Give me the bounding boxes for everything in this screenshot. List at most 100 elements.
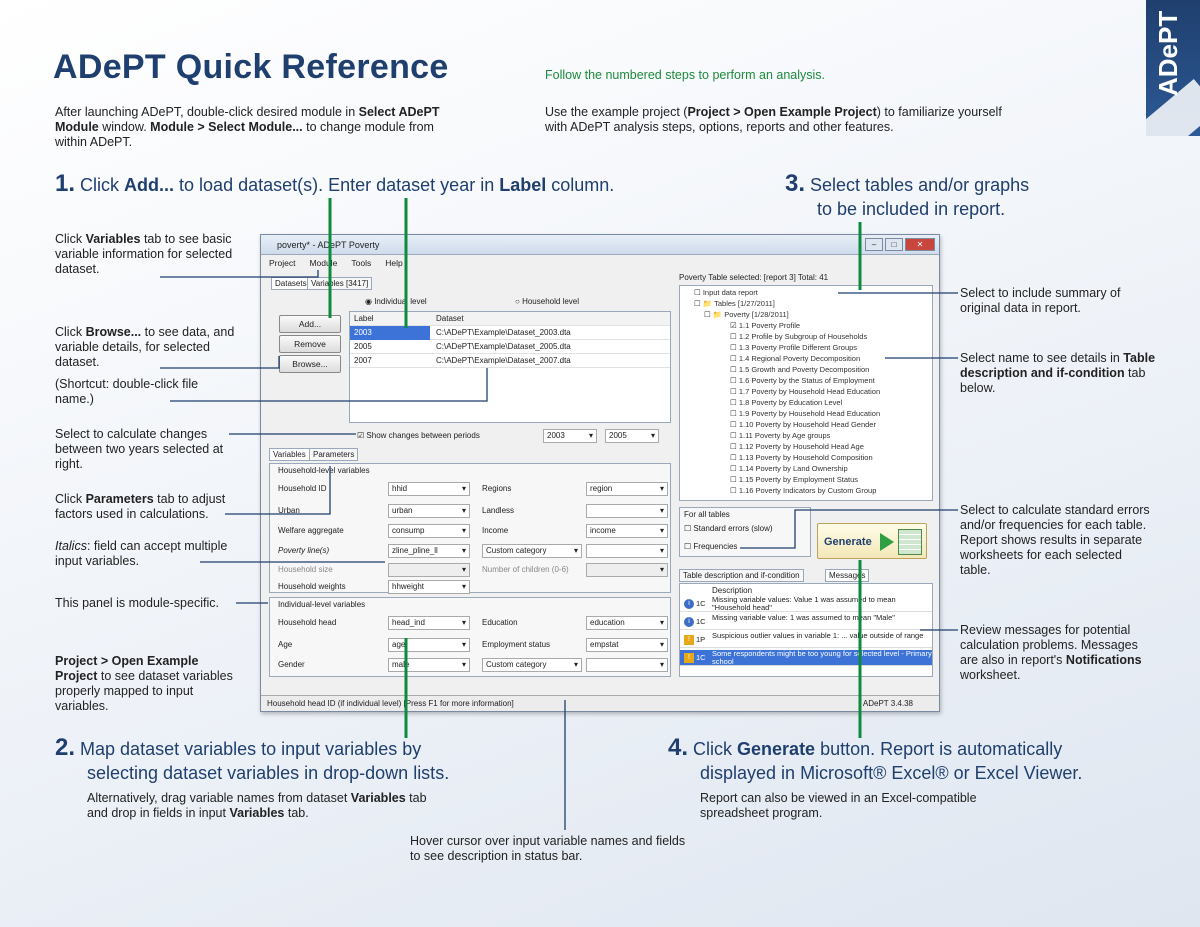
custom-category-select[interactable] bbox=[586, 544, 668, 558]
tree-item[interactable]: ☐ 1.4 Regional Poverty Decomposition bbox=[730, 354, 861, 363]
note-italics: Italics: field can accept multiple input… bbox=[55, 539, 228, 568]
tree-header: Poverty Table selected: [report 3] Total… bbox=[679, 273, 829, 282]
add-button[interactable]: Add... bbox=[279, 315, 341, 333]
year-from-select[interactable]: 2003 bbox=[543, 429, 597, 443]
message-item[interactable]: i 1C Missing variable value: 1 was assum… bbox=[680, 614, 932, 630]
app-window-screenshot: poverty* - ADePT Poverty – □ ✕ Project M… bbox=[260, 234, 940, 712]
frequencies-checkbox[interactable]: ☐ Frequencies bbox=[684, 542, 738, 551]
table-row[interactable]: 2005 C:\ADePT\Example\Dataset_2005.dta bbox=[350, 340, 670, 354]
tree-item[interactable]: ☐ 1.14 Poverty by Land Ownership bbox=[730, 464, 848, 473]
menu-module[interactable]: Module bbox=[309, 258, 338, 268]
tree-item[interactable]: ☐ Input data report bbox=[694, 288, 758, 297]
var-label: Welfare aggregate bbox=[278, 526, 344, 535]
head-select[interactable]: head_ind bbox=[388, 616, 470, 630]
tab-variables-dataset[interactable]: Variables [3417] bbox=[307, 277, 373, 290]
tree-item[interactable]: ☐ 📁 Tables [1/27/2011] bbox=[694, 299, 775, 308]
table-row[interactable]: 2007 C:\ADePT\Example\Dataset_2007.dta bbox=[350, 354, 670, 368]
radio-household[interactable]: ○ Household level bbox=[515, 297, 579, 306]
message-item[interactable]: ! 1P Suspicious outlier values in variab… bbox=[680, 632, 932, 648]
tree-item[interactable]: ☐ 1.15 Poverty by Employment Status bbox=[730, 475, 859, 484]
tab-variables[interactable]: Variables bbox=[269, 448, 310, 461]
age-select[interactable]: age bbox=[388, 638, 470, 652]
gender-select[interactable]: male bbox=[388, 658, 470, 672]
std-errors-checkbox[interactable]: ☐ Standard errors (slow) bbox=[684, 524, 773, 533]
adept-logo: ADePT bbox=[1146, 0, 1200, 136]
close-icon[interactable]: ✕ bbox=[905, 238, 935, 251]
custom-category-select-ind[interactable] bbox=[586, 658, 668, 672]
tree-item[interactable]: ☐ 1.3 Poverty Profile Different Groups bbox=[730, 343, 858, 352]
tree-item[interactable]: ☐ 📁 Poverty [1/28/2011] bbox=[704, 310, 789, 319]
tree-item[interactable]: ☐ 1.8 Poverty by Education Level bbox=[730, 398, 843, 407]
var-label: Household weights bbox=[278, 582, 346, 591]
poverty-line-select[interactable]: zline_pline_ll bbox=[388, 544, 470, 558]
tab-parameters[interactable]: Parameters bbox=[309, 448, 359, 461]
welfare-select[interactable]: consump bbox=[388, 524, 470, 538]
tree-item[interactable]: ☐ 1.6 Poverty by the Status of Employmen… bbox=[730, 376, 875, 385]
dataset-table: Label Dataset 2003 C:\ADePT\Example\Data… bbox=[349, 311, 671, 423]
menu-project[interactable]: Project bbox=[269, 258, 296, 268]
changes-checkbox[interactable]: ☑ Show changes between periods bbox=[357, 431, 480, 440]
menu-tools[interactable]: Tools bbox=[351, 258, 372, 268]
tree-item[interactable]: ☐ 1.13 Poverty by Household Composition bbox=[730, 453, 873, 462]
status-version: ADePT 3.4.38 bbox=[862, 699, 913, 708]
tab-table-description[interactable]: Table description and if-condition bbox=[679, 569, 804, 582]
region-select[interactable]: region bbox=[586, 482, 668, 496]
hhid-select[interactable]: hhid bbox=[388, 482, 470, 496]
minimize-icon[interactable]: – bbox=[865, 238, 883, 251]
income-select[interactable]: income bbox=[586, 524, 668, 538]
tree-item[interactable]: ☐ 1.12 Poverty by Household Head Age bbox=[730, 442, 864, 451]
tab-messages[interactable]: Messages bbox=[825, 569, 870, 582]
year-to-select[interactable]: 2005 bbox=[605, 429, 659, 443]
var-label: Age bbox=[278, 640, 293, 649]
tree-item[interactable]: ☐ 1.16 Poverty Indicators by Custom Grou… bbox=[730, 486, 877, 495]
var-label: Education bbox=[482, 618, 518, 627]
hhweight-select[interactable]: hhweight bbox=[388, 580, 470, 594]
generate-button[interactable]: Generate bbox=[817, 523, 927, 559]
urban-select[interactable]: urban bbox=[388, 504, 470, 518]
play-icon bbox=[880, 533, 894, 551]
var-label: Household size bbox=[278, 565, 333, 574]
tree-item[interactable]: ☑ 1.1 Poverty Profile bbox=[730, 321, 801, 330]
step-3: 3. Select tables and/or graphs to be inc… bbox=[785, 170, 1030, 220]
leader-line bbox=[740, 509, 958, 549]
hhsize-select[interactable] bbox=[388, 563, 470, 577]
maximize-icon[interactable]: □ bbox=[885, 238, 903, 251]
tree-item[interactable]: ☐ 1.10 Poverty by Household Head Gender bbox=[730, 420, 876, 429]
var-label: Urban bbox=[278, 506, 300, 515]
radio-individual[interactable]: ◉ Individual level bbox=[365, 297, 427, 306]
message-item[interactable]: ! 1C Some respondents might be too young… bbox=[680, 650, 932, 666]
table-header-row: Label Dataset bbox=[350, 312, 670, 326]
landless-select[interactable] bbox=[586, 504, 668, 518]
children-select[interactable] bbox=[586, 563, 668, 577]
tree-item[interactable]: ☐ 1.2 Profile by Subgroup of Households bbox=[730, 332, 868, 341]
note-variables-tab: Click Variables tab to see basic variabl… bbox=[55, 232, 233, 276]
table-tree: ☐ Input data report ☐ 📁 Tables [1/27/201… bbox=[679, 285, 933, 501]
remove-button[interactable]: Remove bbox=[279, 335, 341, 353]
individual-variables-group: Individual-level variables Household hea… bbox=[269, 597, 671, 677]
status-text: Household head ID (if individual level) … bbox=[267, 699, 514, 708]
education-select[interactable]: education bbox=[586, 616, 668, 630]
table-row[interactable]: 2003 C:\ADePT\Example\Dataset_2003.dta bbox=[350, 326, 670, 340]
custom-category-input-ind[interactable]: Custom category bbox=[482, 658, 582, 672]
menu-help[interactable]: Help bbox=[385, 258, 403, 268]
note-browse: Click Browse... to see data, and variabl… bbox=[55, 325, 235, 369]
spreadsheet-icon bbox=[898, 529, 922, 555]
window-titlebar: poverty* - ADePT Poverty – □ ✕ bbox=[261, 235, 939, 255]
browse-button[interactable]: Browse... bbox=[279, 355, 341, 373]
tagline: Follow the numbered steps to perform an … bbox=[545, 68, 825, 82]
note-table-desc: Select name to see details in Table desc… bbox=[960, 351, 1156, 395]
status-bar: Household head ID (if individual level) … bbox=[261, 695, 939, 711]
custom-category-input[interactable]: Custom category bbox=[482, 544, 582, 558]
note-shortcut: (Shortcut: double-click file name.) bbox=[55, 377, 199, 406]
warning-icon: ! bbox=[684, 653, 694, 663]
tree-item[interactable]: ☐ 1.5 Growth and Poverty Decomposition bbox=[730, 365, 870, 374]
step-4: 4. Click Generate button. Report is auto… bbox=[668, 734, 1083, 784]
for-all-tables-group: For all tables ☐ Standard errors (slow) … bbox=[679, 507, 811, 557]
tree-item[interactable]: ☐ 1.11 Poverty by Age groups bbox=[730, 431, 831, 440]
warning-icon: ! bbox=[684, 635, 694, 645]
tree-item[interactable]: ☐ 1.7 Poverty by Household Head Educatio… bbox=[730, 387, 881, 396]
message-item[interactable]: i 1C Missing variable values: Value 1 wa… bbox=[680, 596, 932, 612]
employment-select[interactable]: empstat bbox=[586, 638, 668, 652]
var-label: Regions bbox=[482, 484, 512, 493]
tree-item[interactable]: ☐ 1.9 Poverty by Household Head Educatio… bbox=[730, 409, 881, 418]
